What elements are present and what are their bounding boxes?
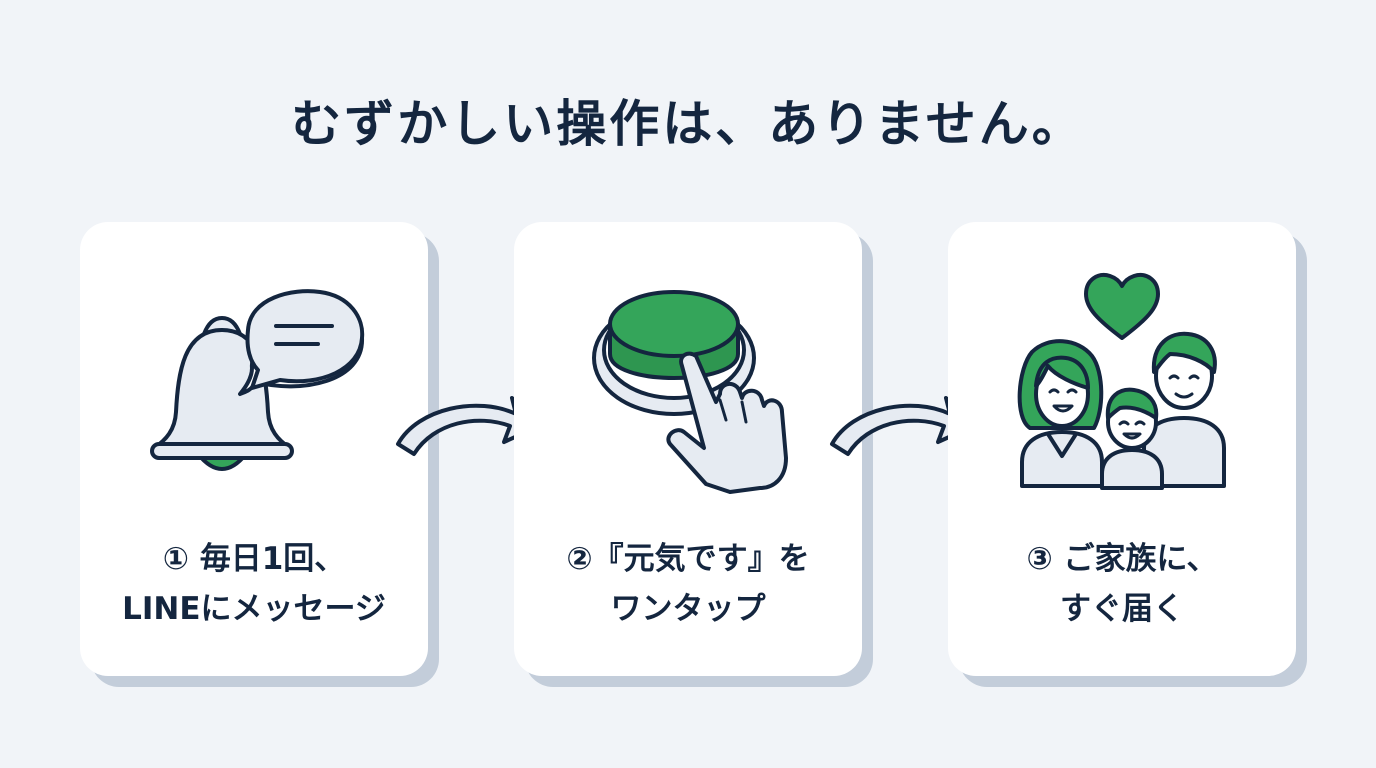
step-caption-line2: LINEにメッセージ [122,591,386,627]
step-caption-2: ②『元気です』を ワンタップ [514,534,862,634]
step-caption-3: ③ ご家族に、 すぐ届く [948,534,1296,634]
step-card-3: ③ ご家族に、 すぐ届く [948,222,1296,676]
tap-button-icon [592,290,788,494]
family-heart-icon [1017,273,1226,490]
page-title: むずかしい操作は、ありません。 [291,95,1085,153]
step-caption-line1: ① 毎日1回、 [162,541,346,577]
step-caption-line1: ②『元気です』を [566,541,810,577]
step-card-1: ① 毎日1回、 LINEにメッセージ [80,222,428,676]
step-caption-1: ① 毎日1回、 LINEにメッセージ [80,534,428,634]
step-caption-line2: すぐ届く [1060,591,1184,627]
step-card-2: ②『元気です』を ワンタップ [514,222,862,676]
bell-chat-icon [150,289,365,471]
step-caption-line2: ワンタップ [610,591,766,627]
step-caption-line1: ③ ご家族に、 [1026,541,1218,577]
